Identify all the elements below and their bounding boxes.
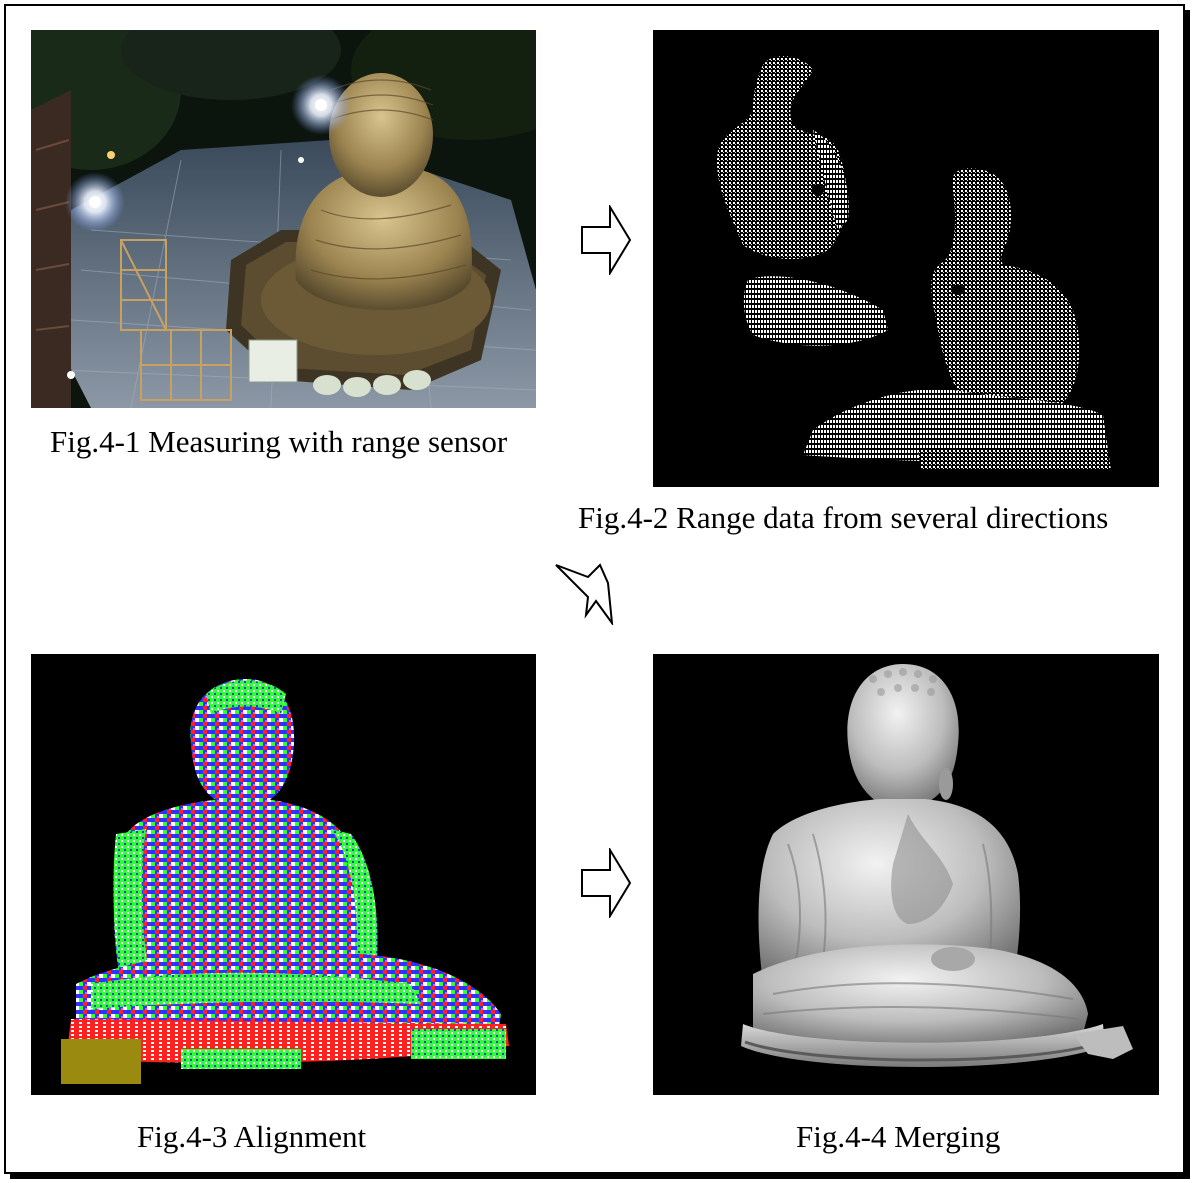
down-left-arrow-icon [552, 545, 616, 625]
fig-4-2-image [653, 30, 1159, 487]
fig-4-1-image [31, 30, 536, 408]
right-arrow-icon [580, 205, 632, 275]
fig-4-3-caption: Fig.4-3 Alignment [137, 1119, 366, 1155]
right-arrow-icon [580, 848, 632, 918]
frame-shadow-right [1185, 10, 1190, 1178]
frame-shadow-bottom [10, 1174, 1190, 1179]
fig-4-1-caption: Fig.4-1 Measuring with range sensor [50, 424, 507, 460]
fig-4-4-image [653, 654, 1159, 1095]
fig-4-3-image [31, 654, 536, 1095]
fig-4-2-caption: Fig.4-2 Range data from several directio… [578, 500, 1108, 536]
fig-4-4-caption: Fig.4-4 Merging [796, 1119, 1000, 1155]
